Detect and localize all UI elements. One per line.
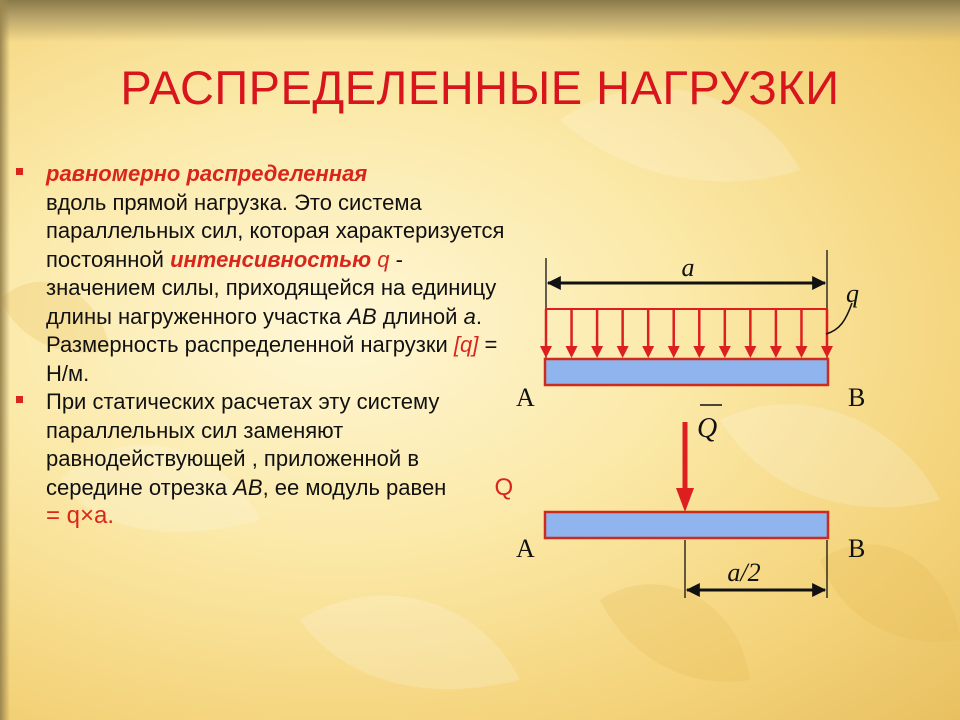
slide-title: РАСПРЕДЕЛЕННЫЕ НАГРУЗКИ	[120, 61, 840, 114]
term-uniform-distributed: равномерно распределенная	[46, 161, 368, 186]
distributed-load-arrows	[540, 309, 833, 358]
beam-bottom	[543, 510, 830, 540]
bullet-square-icon	[16, 396, 23, 403]
load-arrow	[667, 309, 680, 358]
label-q: q	[846, 279, 859, 308]
bullet-paragraph-1: равномерно распределенная вдоль прямой н…	[14, 160, 514, 388]
label-A-top: A	[516, 383, 535, 412]
segment-ab-2: АВ	[233, 474, 263, 500]
paragraph1-text-1: вдоль прямой нагрузка. Это система парал…	[46, 189, 505, 272]
top-frame-border	[0, 0, 960, 42]
paragraph1-text-4: . Размерность распределенной нагрузки	[46, 303, 482, 358]
symbol-q: q	[377, 246, 390, 272]
load-arrow	[616, 309, 629, 358]
paragraph1-text-3: длиной	[382, 303, 458, 329]
load-arrow	[744, 309, 757, 358]
load-arrow	[769, 309, 782, 358]
unit-bracket-q: [q]	[453, 332, 479, 357]
left-frame-border	[0, 0, 10, 720]
label-A-bottom: A	[516, 534, 535, 563]
label-a: a	[682, 253, 695, 282]
load-arrow	[795, 309, 808, 358]
text-body: равномерно распределенная вдоль прямой н…	[14, 160, 514, 531]
beam-top	[543, 357, 830, 387]
paragraph1-text-2: - значением силы, приходящейся на единиц…	[46, 246, 497, 329]
resultant-arrow-head	[676, 488, 694, 512]
load-arrow	[642, 309, 655, 358]
label-B-top: B	[848, 383, 865, 412]
label-B-bottom: B	[848, 534, 865, 563]
load-arrow	[540, 309, 552, 358]
label-Q: Q	[697, 413, 717, 444]
paragraph2-text-2: , ее модуль равен	[262, 474, 447, 500]
load-arrow	[591, 309, 604, 358]
unit-value: = Н/м.	[46, 332, 498, 386]
load-arrow	[718, 309, 731, 358]
term-intensity: интенсивностью	[170, 246, 372, 272]
load-arrow	[565, 309, 578, 358]
bullet-square-icon	[16, 168, 23, 175]
paragraph2-text-1: При статических расчетах эту систему пар…	[46, 389, 440, 500]
segment-ab: АВ	[347, 303, 377, 329]
bullet-paragraph-2: При статических расчетах эту систему пар…	[14, 388, 514, 531]
load-arrow	[821, 309, 833, 358]
load-arrow	[693, 309, 706, 358]
q-leader-curve	[825, 302, 853, 335]
formula-resultant: Q = q×a.	[46, 473, 514, 530]
symbol-a: а	[463, 303, 476, 329]
label-a-half: a/2	[727, 558, 760, 587]
